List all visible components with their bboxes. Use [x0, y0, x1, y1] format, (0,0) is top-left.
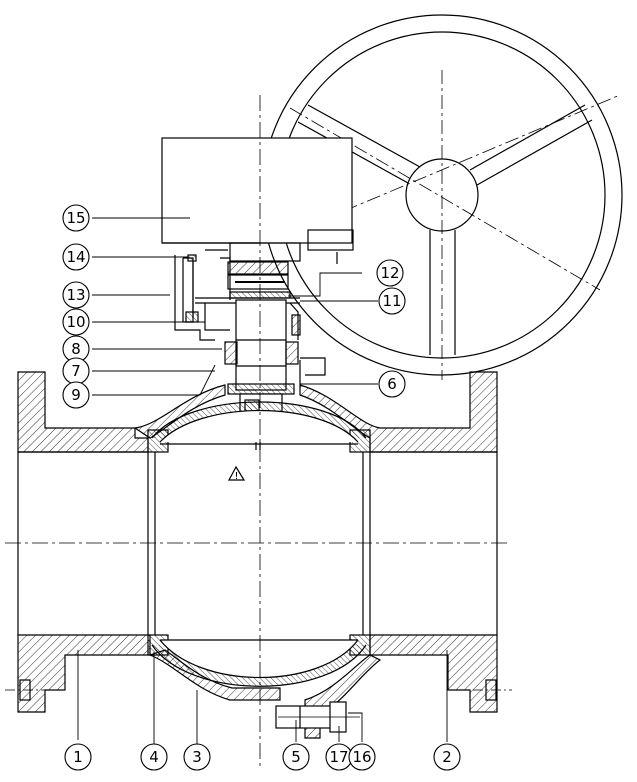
callout-16: 16: [352, 748, 371, 766]
callout-3: 3: [192, 748, 202, 766]
callout-13: 13: [66, 286, 85, 304]
callout-6: 6: [387, 375, 397, 393]
callout-11: 11: [382, 292, 401, 310]
callout-5: 5: [291, 748, 301, 766]
callout-2: 2: [442, 748, 452, 766]
callout-14: 14: [66, 248, 85, 266]
gearbox: [161, 137, 354, 264]
callout-4: 4: [149, 748, 159, 766]
callout-12: 12: [380, 264, 399, 282]
drain-plug: [275, 701, 360, 733]
callout-8: 8: [71, 340, 81, 358]
warning-triangle: !: [227, 465, 246, 482]
ball: [151, 401, 367, 687]
callout-7: 7: [71, 362, 81, 380]
flange-bolts: [5, 679, 512, 701]
callouts: [62, 204, 461, 771]
callout-10: 10: [66, 313, 85, 331]
leader-lines: [77, 217, 448, 745]
callout-labels: 15 14 13 10 8 7 9 12 11 6 1 4 3 5 17 16 …: [66, 209, 451, 766]
callout-17: 17: [329, 748, 348, 766]
warning-symbol: !: [234, 471, 238, 482]
callout-9: 9: [71, 386, 81, 404]
valve-body: [17, 357, 498, 739]
callout-15: 15: [66, 209, 85, 227]
callout-1: 1: [73, 748, 83, 766]
center-lines: [5, 95, 510, 770]
